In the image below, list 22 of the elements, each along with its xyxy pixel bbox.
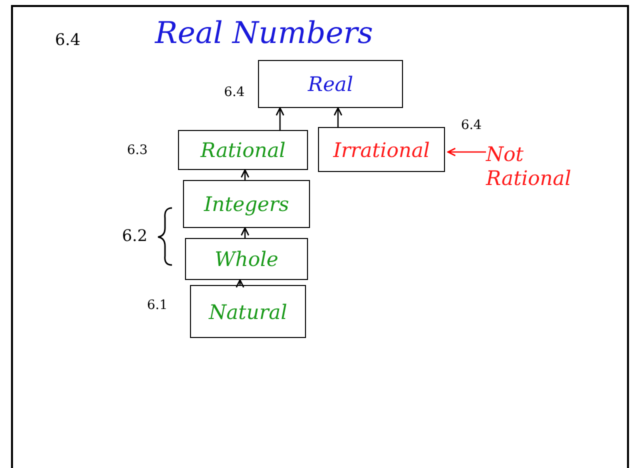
box-label: Natural [208, 300, 288, 324]
category-box [185, 238, 308, 280]
title: Real Numbers [155, 16, 374, 51]
box-label: Irrational [333, 138, 430, 162]
arrow [236, 279, 244, 288]
box-label: Integers [204, 192, 290, 216]
category-box [183, 180, 310, 228]
section-number: 6.1 [147, 298, 168, 313]
box-label: Real [308, 72, 354, 96]
section-number: 6.4 [55, 30, 80, 49]
section-number: 6.2 [122, 226, 148, 245]
box-label: Whole [214, 247, 278, 271]
arrow [240, 227, 250, 238]
box-label: Rational [200, 138, 286, 162]
arrow [447, 148, 486, 156]
arrow [240, 169, 250, 180]
note-text: Not Rational [486, 142, 572, 190]
arrow [276, 107, 284, 130]
section-number: 6.4 [224, 85, 245, 100]
section-number: 6.4 [461, 118, 482, 133]
section-number: 6.3 [127, 143, 148, 158]
arrow [334, 107, 342, 127]
